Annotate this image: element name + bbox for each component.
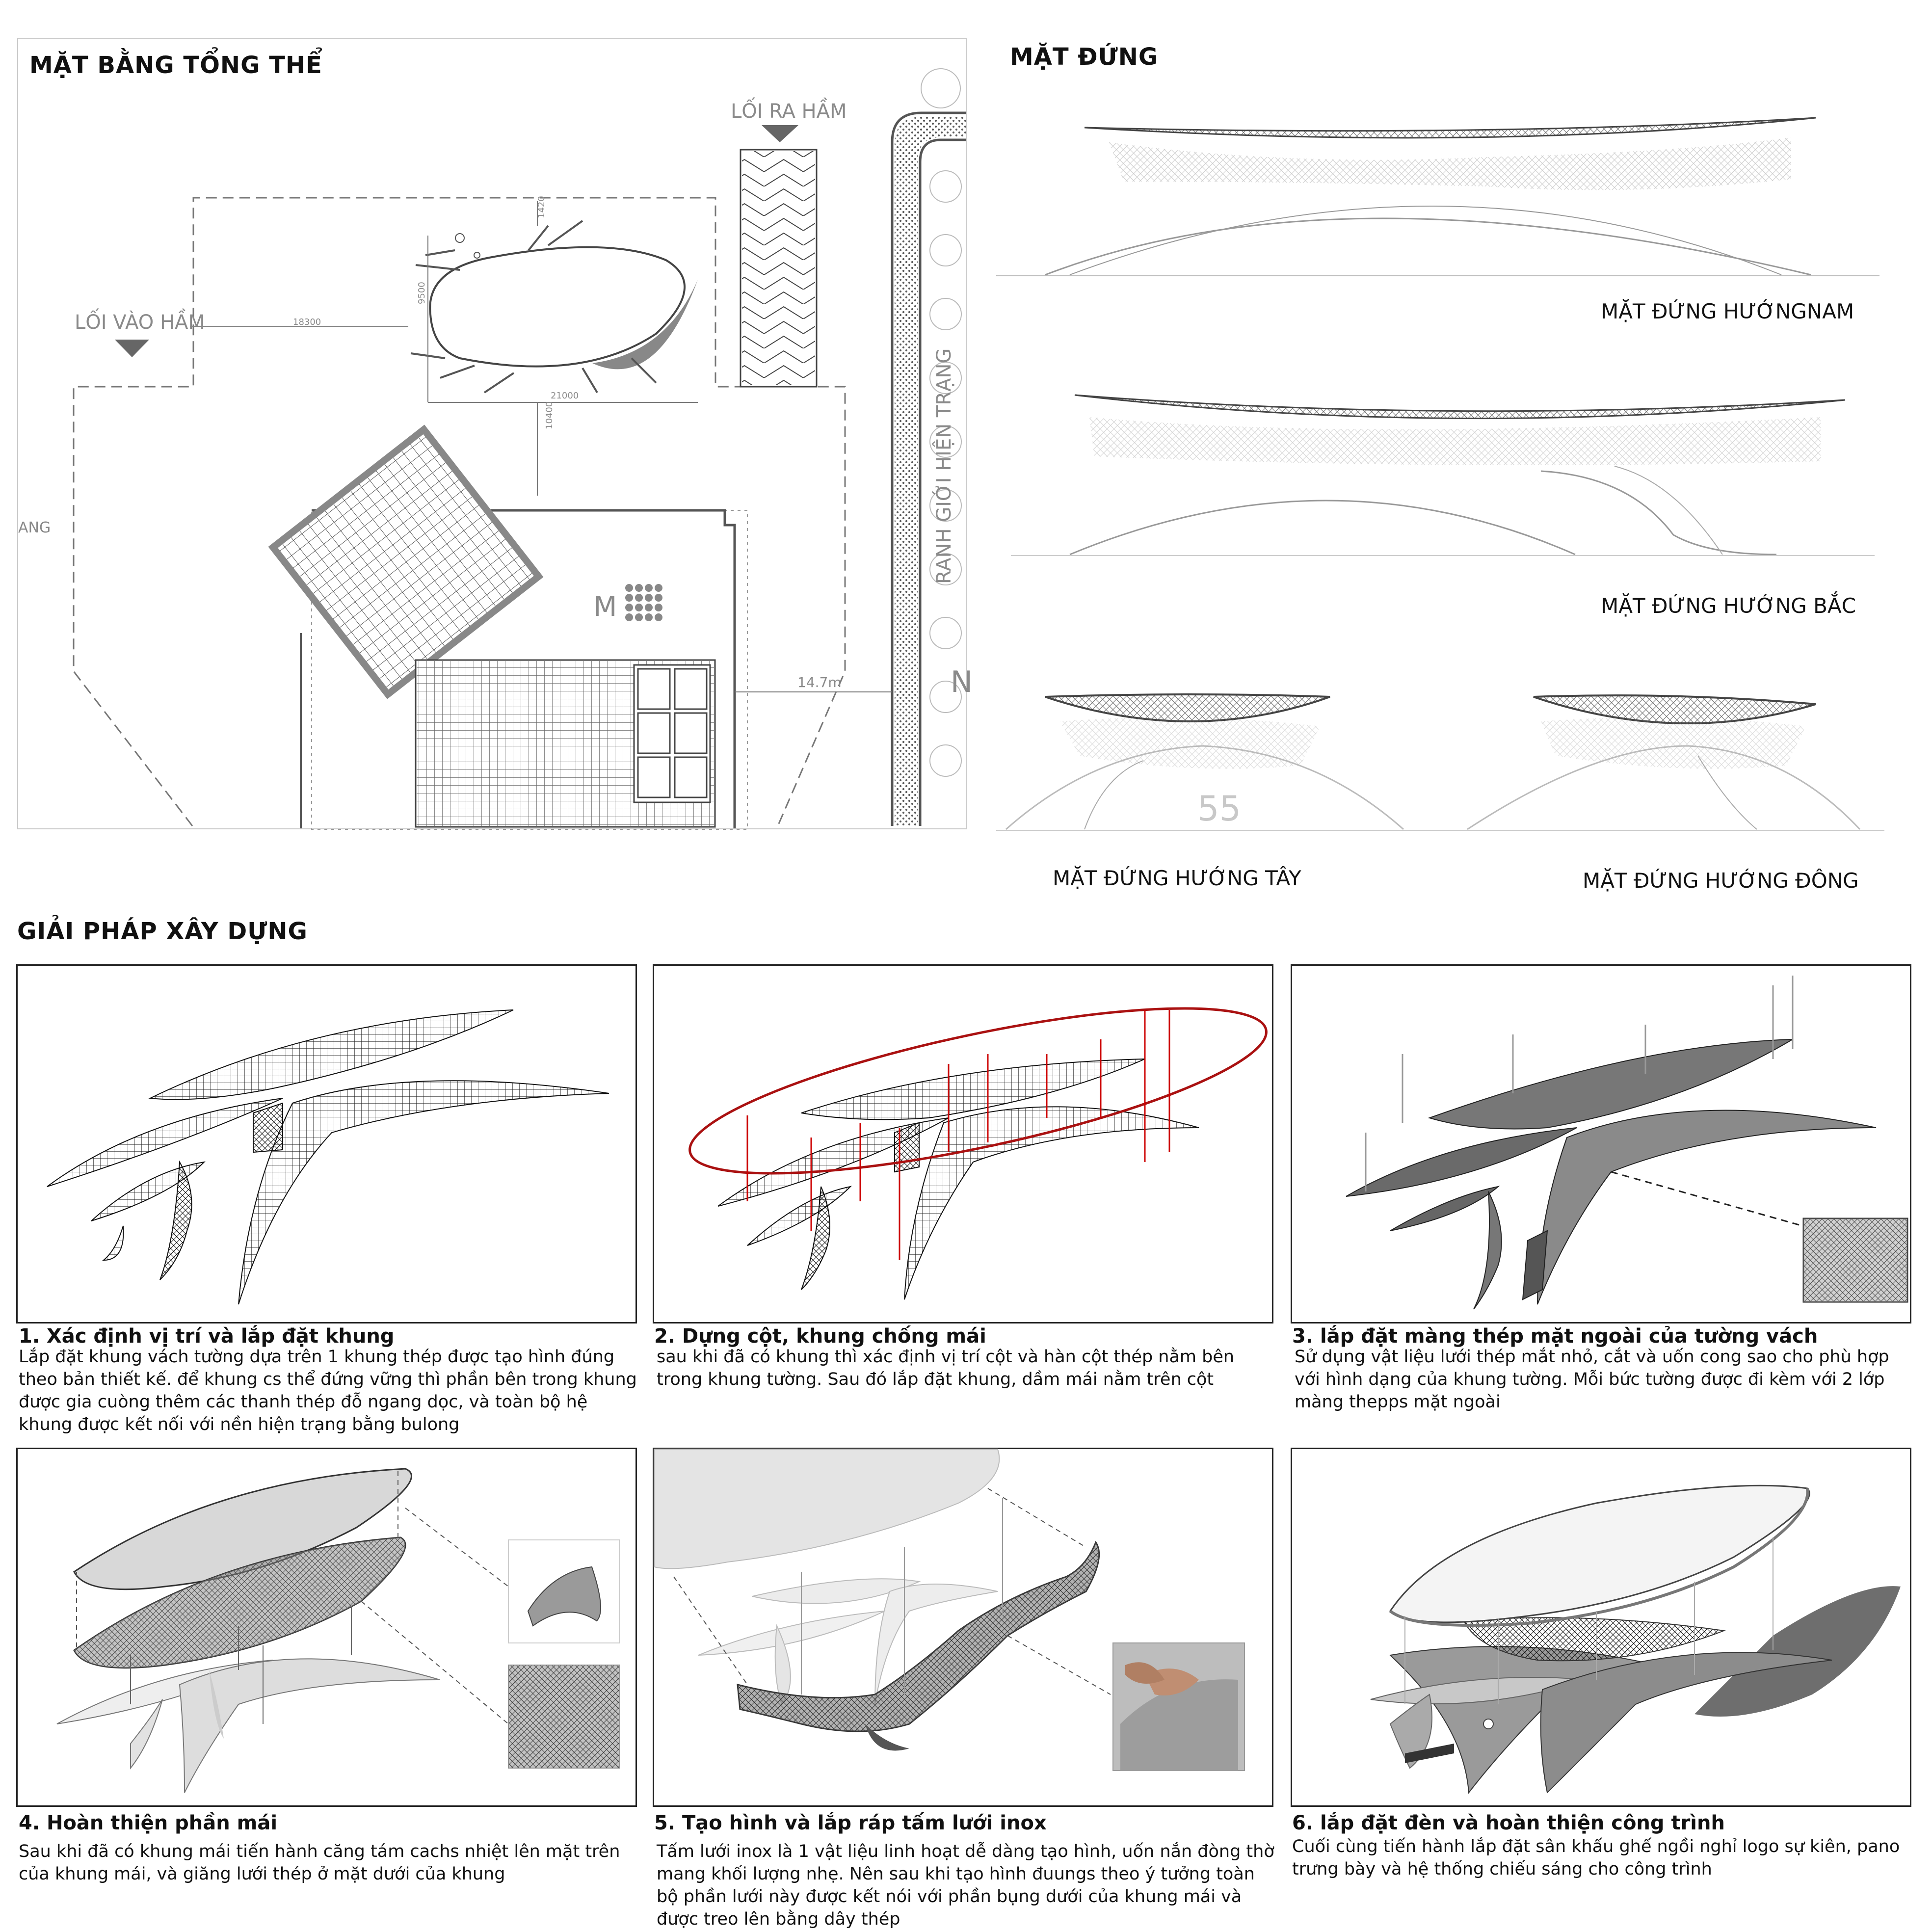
- step-6-panel: [1291, 1448, 1911, 1807]
- building-label: M: [593, 591, 617, 623]
- step-1-drawing: [47, 1009, 609, 1305]
- site-plan-drawing: LỐI VÀO HẦM LỐI RA HẦM ANG N M 18300 210…: [18, 68, 973, 830]
- building-dot-grid-icon: [625, 584, 662, 621]
- left-edge-label: ANG: [18, 519, 51, 536]
- dim-1420: 1420: [536, 196, 547, 218]
- dim-14-7m: 14.7m: [797, 674, 842, 690]
- site-plan-title: MẶT BẰNG TỔNG THỂ: [29, 52, 322, 79]
- step-4-panel: [16, 1448, 637, 1807]
- south-elevation-label: MẶT ĐỨNG HƯỚNGNAM: [1601, 299, 1854, 323]
- pavilion-plan-shape: [410, 220, 698, 394]
- step-6-drawing: [1370, 1484, 1901, 1794]
- right-edge-label: N: [951, 665, 973, 699]
- step-4-title: 4. Hoàn thiện phần mái: [19, 1812, 278, 1834]
- north-elevation-drawing: [1011, 394, 1875, 556]
- step-5-drawing: [654, 1449, 1245, 1771]
- step-6-description: Cuối cùng tiến hành lắp đặt sân khấu ghế…: [1292, 1837, 1900, 1879]
- dim-9500: 9500: [417, 282, 427, 304]
- step-5-description: Tấm lưới inox là 1 vật liệu linh hoạt dễ…: [657, 1842, 1274, 1929]
- elevations-title: MẶT ĐỨNG: [1010, 43, 1159, 71]
- step-2-drawing: [688, 1007, 1268, 1300]
- north-elevation-label: MẶT ĐỨNG HƯỚNG BẮC: [1601, 594, 1856, 618]
- south-elevation-drawing: [996, 117, 1879, 276]
- step-4-description: Sau khi đã có khung mái tiến hành căng t…: [19, 1842, 620, 1884]
- east-elevation-drawing: [1433, 694, 1884, 831]
- step-2-description: sau khi đã có khung thì xác định vị trí …: [657, 1347, 1235, 1389]
- step-1-title: 1. Xác định vị trí và lắp đặt khung: [19, 1325, 395, 1348]
- west-elevation-label: MẶT ĐỨNG HƯỚNG TÂY: [1053, 866, 1301, 890]
- dim-18300: 18300: [293, 317, 321, 327]
- step-2-panel: [653, 964, 1273, 1323]
- site-plan-panel: LỐI VÀO HẦM LỐI RA HẦM ANG N M 18300 210…: [17, 38, 973, 830]
- exit-label: LỐI RA HẦM: [731, 97, 847, 123]
- step-3-title: 3. lắp đặt màng thép mặt ngoài của tường…: [1292, 1325, 1818, 1348]
- construction-title: GIẢI PHÁP XÂY DỰNG: [17, 918, 308, 945]
- step-3-drawing: [1346, 976, 1908, 1310]
- entry-arrow-icon: [115, 340, 149, 357]
- step-1-description: Lắp đặt khung vách tường dựa trên 1 khun…: [19, 1347, 637, 1434]
- step-4-drawing: [56, 1468, 620, 1793]
- step-3-panel: [1291, 964, 1911, 1323]
- step-5-panel: [653, 1448, 1273, 1807]
- step-5-title: 5. Tạo hình và lắp ráp tấm lưới inox: [654, 1812, 1047, 1834]
- west-elevation-drawing: 55: [996, 693, 1438, 831]
- step-1-panel: [16, 964, 637, 1323]
- number-mark: 55: [1197, 789, 1241, 829]
- step-6-title: 6. lắp đặt đèn và hoàn thiện công trình: [1292, 1812, 1725, 1834]
- dim-10400: 10400: [544, 401, 555, 429]
- exit-arrow-icon: [762, 125, 798, 142]
- boundary-label: RANH GIỚI HIỆN TRẠNG: [932, 348, 955, 584]
- dim-21000: 21000: [551, 391, 579, 401]
- entry-label: LỐI VÀO HẦM: [75, 308, 205, 334]
- step-2-title: 2. Dựng cột, khung chống mái: [654, 1325, 986, 1348]
- step-3-description: Sử dụng vật liệu lưới thép mắt nhỏ, cắt …: [1295, 1347, 1889, 1412]
- east-elevation-label: MẶT ĐỨNG HƯỚNG ĐÔNG: [1583, 869, 1859, 893]
